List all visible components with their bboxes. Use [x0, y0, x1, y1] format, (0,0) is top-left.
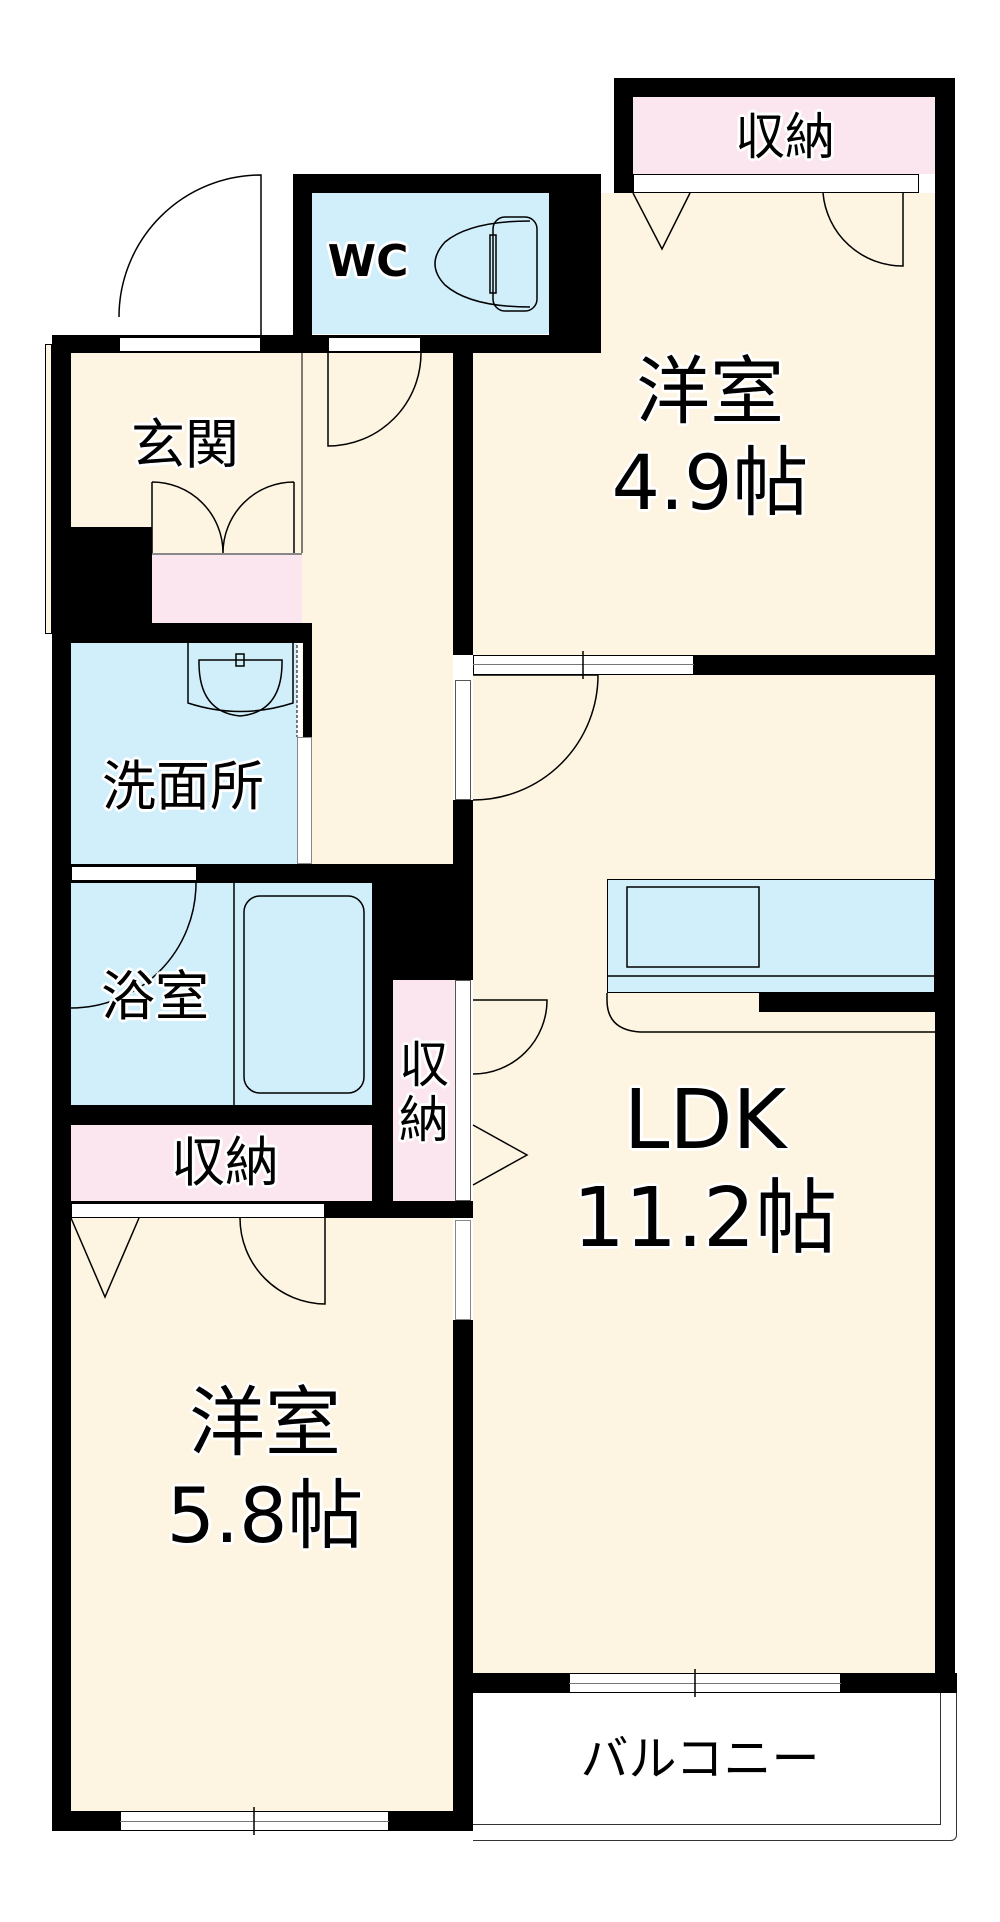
ldk-size: 11.2帖 [572, 1171, 838, 1266]
ldk-name: LDK [623, 1073, 787, 1168]
wc-door-swing-icon [327, 352, 422, 447]
wash-basin-counter-icon [187, 642, 294, 713]
storage-vertical-label-1: 収 [399, 1036, 449, 1094]
storage-vertical-label-2: 納 [399, 1091, 449, 1149]
wall-genkan-bottom [71, 623, 312, 643]
wall-right [935, 78, 955, 1693]
ldk-door-swing-icon [472, 674, 599, 801]
entrance-door-opening [119, 337, 261, 352]
ldk-floor [473, 675, 935, 1673]
closet-folding-door-5-8-icon [70, 1217, 140, 1299]
wall-closet-left [614, 78, 633, 193]
closet-door-band [633, 174, 919, 193]
storage-vertical-floor [393, 980, 455, 1201]
storage-top-floor [633, 97, 935, 174]
hall-floor [302, 353, 453, 865]
toilet-label: WC [327, 236, 409, 287]
western-room-4-9-floor [601, 193, 935, 353]
wall-central-3 [453, 1320, 473, 1830]
closet-swing-door-5-8-icon [239, 1217, 326, 1305]
storage-top-label: 収納 [735, 108, 835, 166]
toilet-tank-icon [492, 216, 538, 312]
shoe-cabinet [152, 553, 302, 623]
storage-left-floor [71, 1125, 373, 1201]
washroom-floor [71, 643, 297, 864]
bath-door-swing-icon [70, 882, 197, 1009]
wall-wc-top [293, 174, 601, 193]
room-4-9-name: 洋室 [636, 349, 784, 435]
storage-folding-door-icon [472, 1124, 529, 1186]
kitchen-counter-edge-icon [606, 993, 935, 1033]
wc-door-opening [328, 337, 421, 352]
balcony-label: バルコニー [580, 1731, 820, 1787]
entrance-floor-2 [152, 527, 302, 553]
window-ldk-mid-line [569, 1683, 841, 1684]
bathtub-icon [243, 895, 365, 1094]
wall-bath-right [372, 864, 393, 1218]
left-exterior-frame [45, 344, 52, 634]
closet-swing-door-icon [822, 192, 904, 267]
wall-bath-bottom [71, 1105, 393, 1125]
balcony-inner-line [473, 1693, 941, 1825]
wash-door-strip [297, 737, 312, 864]
room-5-8-size: 5.8帖 [166, 1471, 364, 1560]
wall-closet-top [614, 78, 954, 97]
entrance-door-swing-icon [118, 174, 262, 337]
washroom-label: 洗面所 [102, 755, 264, 818]
kitchen-counter [607, 879, 935, 993]
wall-kitchen-stub [759, 993, 953, 1012]
toilet-bowl-icon [434, 220, 531, 308]
wall-wash-right [303, 643, 312, 737]
room-5-8-name: 洋室 [189, 1378, 341, 1467]
wall-4-9-ldk [694, 655, 935, 675]
entrance-label: 玄関 [131, 413, 239, 476]
wall-central [453, 353, 473, 655]
room-5-8-ldk-door [455, 1220, 471, 1320]
bathroom-label: 浴室 [101, 965, 209, 1028]
western-room-4-9-floor-lower [473, 353, 935, 655]
room-4-9-size: 4.9帖 [611, 438, 809, 527]
shoe-cabinet-doors-icon [151, 481, 295, 554]
closet-folding-door-icon [632, 192, 691, 251]
bathroom-floor [71, 883, 372, 1105]
storage-left-label: 収納 [171, 1131, 279, 1194]
balcony-floor [473, 1693, 957, 1841]
western-room-5-8-floor [71, 1218, 453, 1811]
storage-vertical-door [455, 980, 471, 1201]
wall-wc-right [549, 174, 601, 353]
wall-wc-left [293, 174, 312, 353]
storage-door-swing-icon [472, 999, 548, 1075]
wash-basin-icon [198, 659, 283, 717]
bath-door-strip [71, 866, 197, 881]
storage-left-door [71, 1203, 325, 1218]
kitchen-sink-icon [626, 886, 760, 968]
hall-ldk-door [455, 680, 471, 800]
wall-left [52, 335, 71, 1830]
